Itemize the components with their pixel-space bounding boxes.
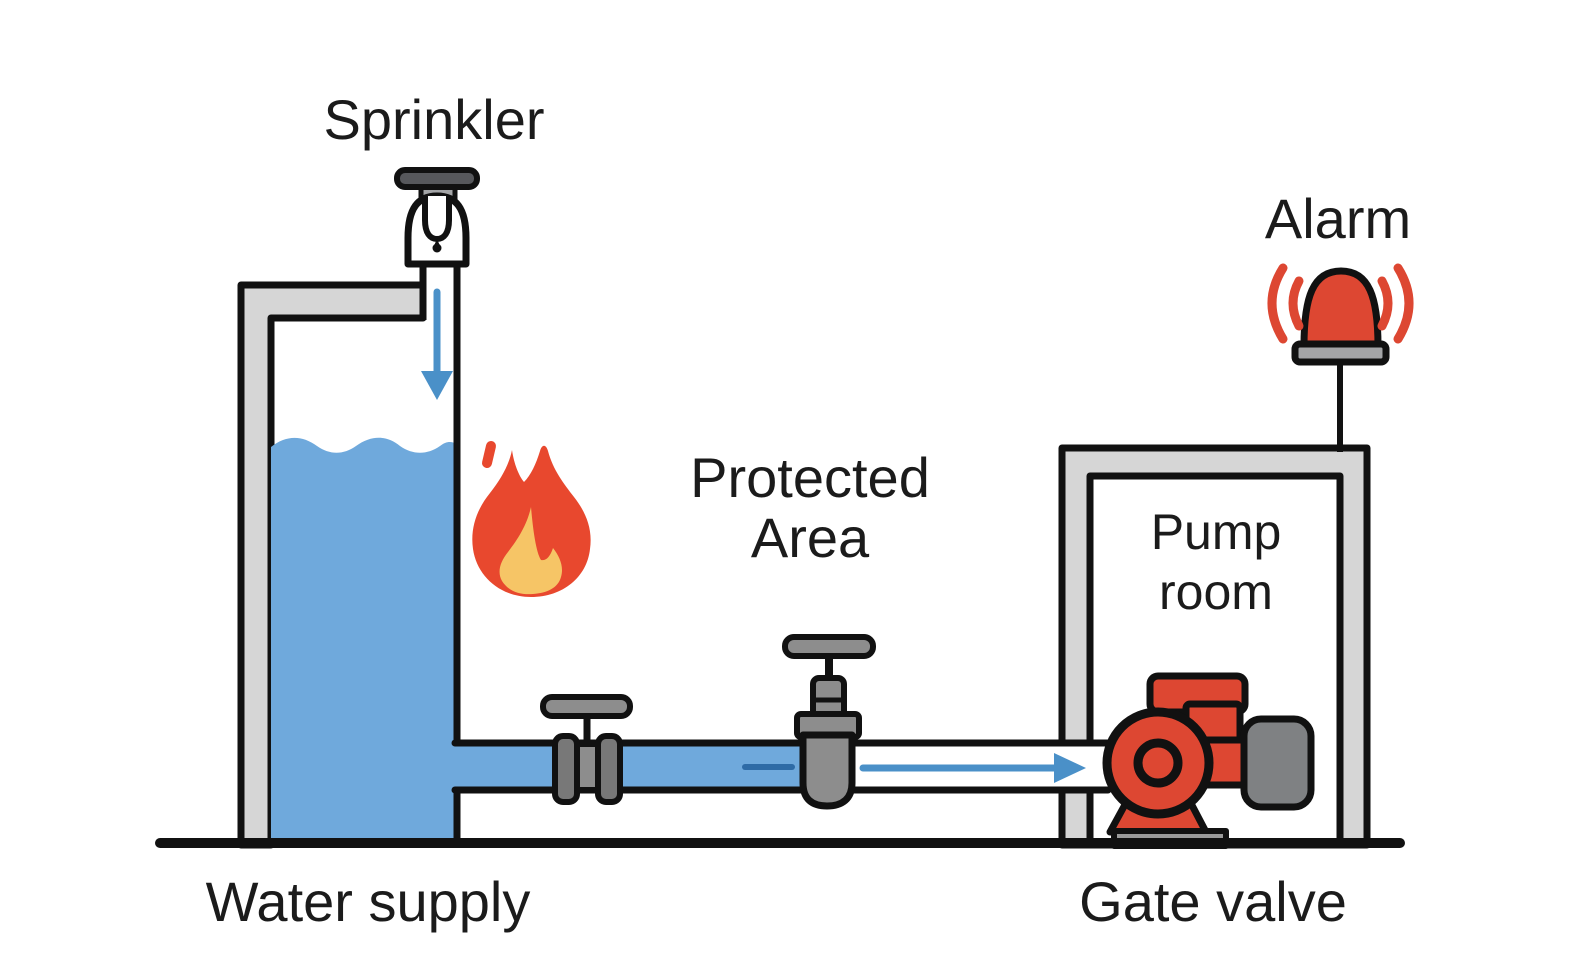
water-supply-label: Water supply xyxy=(206,870,531,933)
valve-icon xyxy=(540,694,633,805)
alarm-wave-right-outer xyxy=(1393,263,1414,344)
flame-inner xyxy=(499,507,563,595)
pump-motor xyxy=(1240,715,1315,811)
flame-icon xyxy=(472,441,591,597)
sprinkler-cap xyxy=(394,167,480,190)
gate-valve-body xyxy=(799,731,856,810)
sprinkler-pin-tip xyxy=(432,243,442,253)
valve-flange-left xyxy=(552,733,580,805)
valve-flange-right xyxy=(595,733,623,805)
tank-water xyxy=(271,437,456,845)
alarm-wave-left-outer xyxy=(1267,263,1288,344)
sprinkler-head-icon xyxy=(394,167,480,268)
gate-valve-icon xyxy=(782,634,876,810)
sprinkler-label: Sprinkler xyxy=(324,88,545,151)
alarm-sound-waves xyxy=(1267,263,1414,344)
alarm-bell-icon xyxy=(1267,263,1414,452)
down-arrow-icon xyxy=(421,288,453,400)
gate-valve-label: Gate valve xyxy=(1079,870,1347,933)
protected-area-label-line2: Area xyxy=(751,506,870,569)
pump-room-label-line2: room xyxy=(1159,564,1273,620)
gate-valve-handle xyxy=(782,634,876,659)
valve-handle xyxy=(540,694,633,719)
pump-inlet-eye xyxy=(1133,738,1183,788)
flow-arrow-icon xyxy=(859,753,1086,783)
water xyxy=(271,437,812,845)
alarm-wave-right-inner xyxy=(1377,276,1393,331)
flame-spark xyxy=(482,441,496,468)
down-arrow-head xyxy=(421,371,453,400)
tank-right-wall xyxy=(419,260,461,845)
sprinkler-deflector xyxy=(422,196,452,242)
alarm-wave-left-inner xyxy=(1288,276,1304,331)
flow-arrow-head xyxy=(1054,753,1086,783)
alarm-base xyxy=(1291,340,1390,366)
alarm-label: Alarm xyxy=(1265,187,1411,250)
pump-room-label-line1: Pump xyxy=(1151,504,1282,560)
alarm-dome xyxy=(1300,267,1382,350)
protected-area-label-line1: Protected xyxy=(690,446,930,509)
